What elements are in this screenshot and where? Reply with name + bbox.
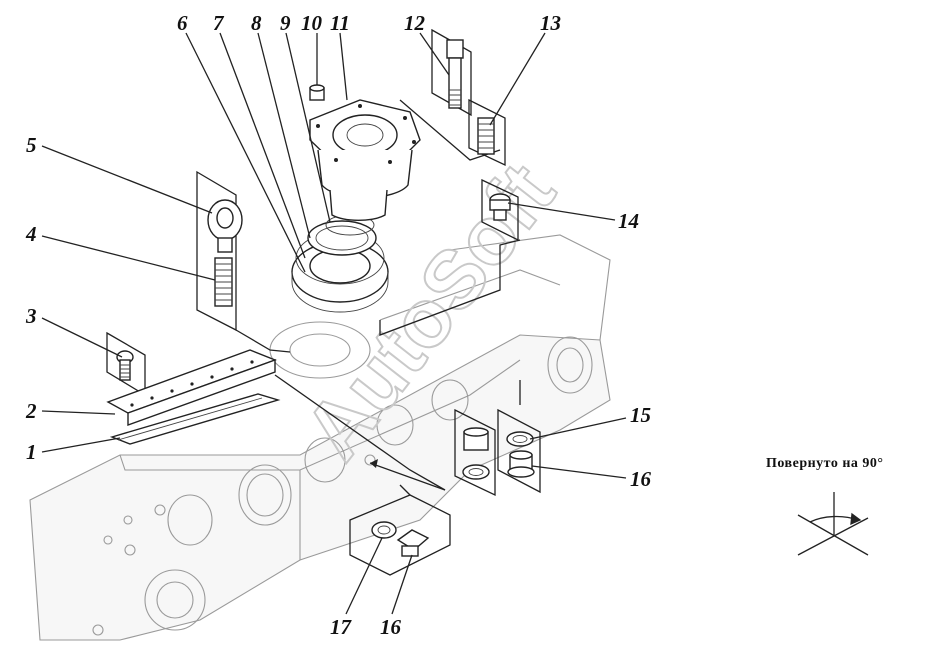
callout-3: 3 bbox=[25, 304, 37, 328]
plug-14 bbox=[489, 193, 511, 221]
cover-plate-1 bbox=[109, 393, 281, 445]
eye-bolt-5 bbox=[207, 199, 243, 253]
callout-7: 7 bbox=[213, 11, 225, 35]
gearbox-housing bbox=[29, 234, 611, 641]
callout-13: 13 bbox=[540, 11, 561, 35]
flange-ring-6 bbox=[291, 241, 389, 313]
callout-11: 11 bbox=[330, 11, 350, 35]
callout-1: 1 bbox=[26, 440, 37, 464]
rotation-note: Повернуто на 90° bbox=[766, 456, 884, 471]
leader-lines bbox=[41, 32, 627, 615]
callout-5: 5 bbox=[26, 133, 37, 157]
plug-16-bottom bbox=[396, 529, 430, 557]
seal-ring-8 bbox=[307, 220, 377, 256]
plug-16-right bbox=[507, 450, 535, 478]
washer-15 bbox=[506, 431, 534, 447]
callout-16-bottom: 16 bbox=[380, 615, 402, 639]
callout-9: 9 bbox=[280, 11, 291, 35]
part-panels bbox=[106, 28, 541, 576]
callout-17: 17 bbox=[330, 615, 353, 639]
bearing-cup-11 bbox=[309, 99, 421, 221]
callout-labels: 1 2 3 4 5 6 7 8 9 10 11 12 13 14 15 16 1… bbox=[25, 11, 652, 639]
callout-6: 6 bbox=[177, 11, 188, 35]
callout-16-right: 16 bbox=[630, 467, 652, 491]
callout-14: 14 bbox=[618, 209, 639, 233]
callout-4: 4 bbox=[25, 222, 37, 246]
callout-10: 10 bbox=[301, 11, 323, 35]
arrow-to-housing bbox=[369, 459, 446, 491]
callout-2: 2 bbox=[25, 399, 37, 423]
gasket-2 bbox=[106, 349, 277, 426]
bolt-12 bbox=[446, 39, 464, 109]
screw-3 bbox=[116, 350, 134, 381]
callout-12: 12 bbox=[404, 11, 426, 35]
callout-8: 8 bbox=[251, 11, 262, 35]
callout-15: 15 bbox=[630, 403, 651, 427]
stud-4 bbox=[214, 257, 233, 307]
plug-with-washer-left bbox=[462, 427, 490, 480]
rotation-symbol bbox=[797, 492, 869, 556]
stud-13 bbox=[477, 117, 495, 155]
washer-17 bbox=[371, 521, 397, 539]
plug-10 bbox=[309, 84, 325, 101]
